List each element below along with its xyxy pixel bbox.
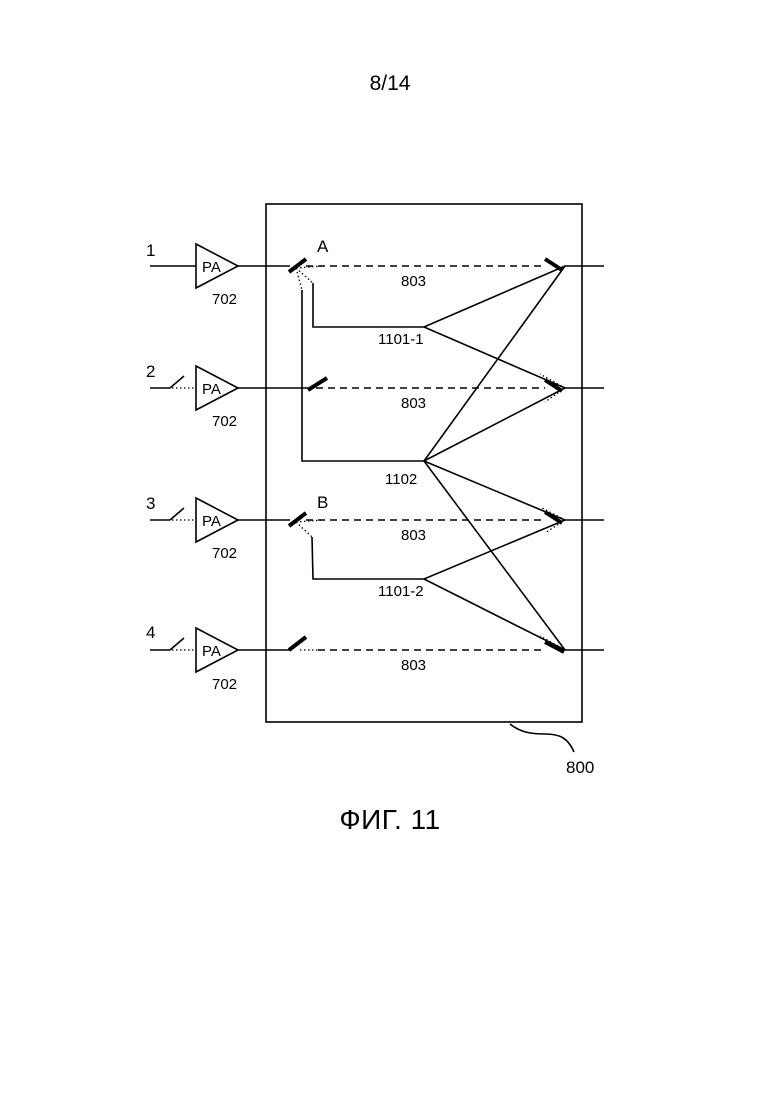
deflection-fan-a [296,266,322,290]
splitter-2-to-out-3 [424,520,565,579]
splitter-main-to-out-4 [424,461,565,650]
splitter-main-feed [302,290,424,461]
splitter-main-to-out-1 [424,266,565,461]
amplifier-label-4: PA [202,643,221,660]
waveguide-ref-1: 803 [401,273,426,290]
mirror-b [289,513,306,526]
splitter-1-label: 1101-1 [378,331,424,348]
splitter-1101-2: 1101-2 [312,520,565,650]
input-label-3: 3 [146,494,155,513]
splitter-2-to-out-4 [424,579,565,650]
amplifier-ref-3: 702 [212,545,237,562]
splitter-1101-1: 1101-1 [313,266,565,388]
splitter-2-label: 1101-2 [378,583,424,600]
point-a-label: A [317,237,329,256]
input-label-1: 1 [146,241,155,260]
amplifier-ref-4: 702 [212,676,237,693]
channel-2: 2 PA 702 803 [146,362,604,430]
amplifier-ref-2: 702 [212,413,237,430]
input-label-2: 2 [146,362,155,381]
device-leader-line [510,724,574,752]
point-b-label: B [317,493,328,512]
switch-4 [170,638,184,650]
deflection-fan-b [296,520,322,537]
waveguide-ref-2: 803 [401,395,426,412]
splitter-main-label: 1102 [385,471,417,488]
channel-1: 1 PA 702 A 803 [146,237,604,308]
mirror-a [289,259,306,272]
amplifier-label-1: PA [202,259,221,276]
splitter-main-to-out-2 [424,388,565,461]
amplifier-label-2: PA [202,381,221,398]
switch-3 [170,508,184,520]
waveguide-ref-4: 803 [401,657,426,674]
channel-3: 3 PA 702 B 803 [146,493,604,562]
waveguide-ref-3: 803 [401,527,426,544]
device-ref-label: 800 [566,758,594,777]
amplifier-label-3: PA [202,513,221,530]
splitter-1-to-out-2 [424,327,565,388]
mirror-4 [289,637,306,650]
channel-4: 4 PA 702 803 [146,623,604,693]
amplifier-ref-1: 702 [212,291,237,308]
switch-2 [170,376,184,388]
figure-caption: ФИГ. 11 [0,804,780,836]
input-label-4: 4 [146,623,155,642]
